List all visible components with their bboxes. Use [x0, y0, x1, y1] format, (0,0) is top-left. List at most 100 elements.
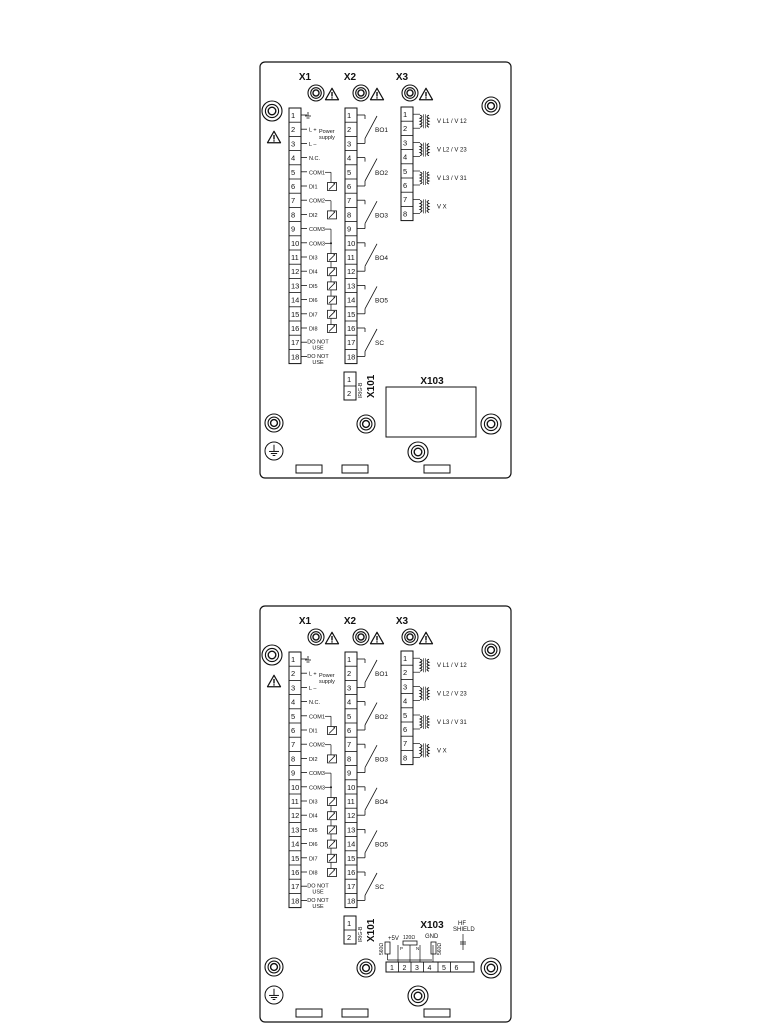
label-bo5: BO5: [375, 298, 388, 305]
x1-terminal-number: 6: [291, 182, 295, 191]
label-di1: DI1: [309, 185, 318, 191]
x2-terminal-number: 6: [347, 726, 351, 735]
optocoupler-icon: [327, 182, 337, 191]
screw-head: [269, 962, 279, 972]
x1-terminal-number: 12: [291, 267, 299, 276]
x2-terminal-number: 6: [347, 182, 351, 191]
screw-outer: [407, 985, 429, 1007]
screw-icon: [481, 96, 501, 116]
coil-secondary: [426, 143, 431, 157]
relay-blade: [364, 328, 378, 352]
coil-secondary: [426, 658, 431, 672]
label-plus5v: +5V: [388, 936, 399, 942]
label-use-1: USE: [312, 346, 324, 352]
screw-outer: [352, 84, 370, 102]
screw-middle: [264, 103, 280, 119]
x2-terminal-number: 10: [347, 783, 355, 792]
warning-icon: [266, 674, 282, 688]
label-com3: COM3: [309, 227, 325, 233]
warning-triangle: [324, 631, 340, 645]
optocoupler-icon: [327, 853, 337, 863]
screw-icon: [307, 84, 325, 102]
ground-icon: [264, 441, 284, 461]
coil-primary: [418, 687, 423, 701]
label-use-1: USE: [312, 890, 324, 896]
relay-blade: [364, 745, 378, 768]
screw-icon: [356, 414, 376, 434]
slot-2: [341, 1008, 369, 1018]
label-sc: SC: [375, 884, 384, 891]
screw-outer: [480, 413, 502, 435]
label-l-minus: L –: [309, 142, 317, 148]
transformer-icon: [418, 171, 431, 185]
x1-terminal-number: 9: [291, 225, 295, 234]
label-sc: SC: [375, 340, 384, 347]
opto-diag: [328, 798, 336, 805]
screw-head: [406, 89, 414, 97]
screw-head: [361, 963, 371, 973]
relay-contact-icon: [357, 786, 378, 816]
label-n: N: [416, 946, 419, 951]
x2-terminal-number: 1: [347, 111, 351, 120]
optocoupler-icon: [327, 281, 337, 291]
screw-middle: [484, 643, 498, 657]
opto-diag: [328, 311, 336, 318]
screw-outer: [261, 644, 283, 666]
warning-icon: [324, 87, 340, 101]
relay-contact-icon: [357, 829, 378, 859]
relay-contact-icon: [357, 658, 378, 688]
x3-terminal-number: 1: [403, 110, 407, 119]
relay-blade: [364, 201, 378, 224]
label-use-2: USE: [312, 904, 324, 910]
x3-terminal-number: 7: [403, 195, 407, 204]
label-power: Power: [319, 129, 335, 135]
x2-terminal-number: 16: [347, 868, 355, 877]
x2-terminal-number: 2: [347, 125, 351, 134]
relay-blade: [364, 158, 378, 182]
label-shield: SHIELD: [453, 927, 475, 933]
coil-primary: [418, 199, 423, 213]
optocoupler-icon: [327, 839, 337, 849]
screw-middle: [410, 444, 426, 460]
x3-terminal-number: 2: [403, 668, 407, 677]
optocoupler-icon: [327, 253, 337, 262]
screw-outer: [307, 84, 325, 102]
x1-terminal-number: 2: [291, 125, 295, 134]
x1-terminal-number: 10: [291, 239, 299, 248]
label-supply: supply: [319, 135, 335, 141]
screw-icon: [352, 628, 370, 646]
x3-terminal-number: 4: [403, 153, 407, 162]
panel-outline: [259, 605, 512, 1023]
opto-diag: [328, 268, 336, 275]
x1-terminal-number: 17: [291, 338, 299, 347]
relay-blade: [364, 243, 378, 267]
x3-terminal-number: 6: [403, 725, 407, 734]
label-do-not-1: DO NOT: [307, 340, 329, 346]
coil-primary: [418, 658, 423, 672]
x101-terminal-number: 2: [347, 389, 351, 398]
label-di5: DI5: [309, 284, 318, 290]
x101-terminal-number: 1: [347, 375, 351, 384]
opto-diag: [328, 812, 336, 819]
screw-middle: [264, 647, 280, 663]
relay-contact-icon: [357, 114, 378, 144]
screw-head: [312, 89, 320, 97]
x2-terminal-number: 5: [347, 712, 351, 721]
label-di8: DI8: [309, 327, 318, 333]
label-l-plus: L +: [309, 672, 317, 678]
label-di2: DI2: [309, 213, 318, 219]
screw-outer: [481, 96, 501, 116]
x101-terminal-number: 1: [347, 919, 351, 928]
x2-terminal-number: 15: [347, 310, 355, 319]
label-bo4: BO4: [375, 255, 388, 262]
label-vx: V X: [437, 748, 447, 754]
optocoupler-icon: [327, 726, 337, 735]
coil-secondary: [426, 114, 431, 128]
screw-head: [267, 650, 277, 660]
screw-icon: [352, 84, 370, 102]
label-do-not-1: DO NOT: [307, 884, 329, 890]
screw-head: [269, 418, 279, 428]
screw-outer: [307, 628, 325, 646]
label-di6: DI6: [309, 842, 318, 848]
